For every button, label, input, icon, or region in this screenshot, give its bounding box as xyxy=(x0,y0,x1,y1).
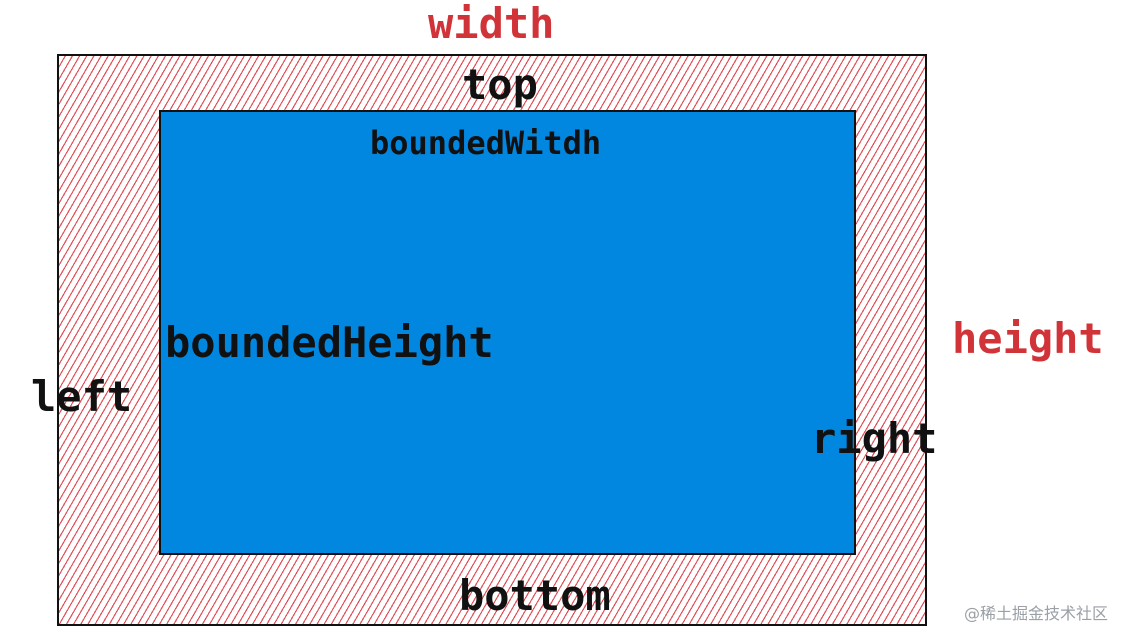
bounded-width-label: boundedWitdh xyxy=(370,124,602,162)
height-label: height xyxy=(952,314,1104,363)
right-margin-label: right xyxy=(811,414,938,463)
width-label: width xyxy=(428,0,555,48)
bounded-height-label: boundedHeight xyxy=(165,318,494,367)
top-margin-label: top xyxy=(462,60,538,109)
inner-bounded-area xyxy=(159,110,856,555)
left-margin-label: left xyxy=(31,372,133,421)
bottom-margin-label: bottom xyxy=(459,571,611,620)
watermark: @稀土掘金技术社区 xyxy=(963,604,1108,623)
